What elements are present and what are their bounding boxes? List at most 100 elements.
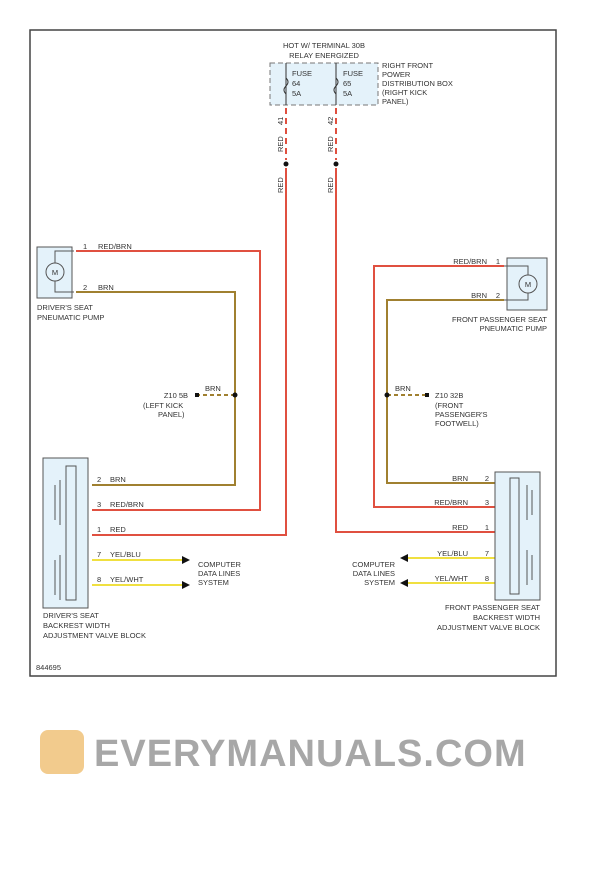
svg-text:YEL/WHT: YEL/WHT <box>110 575 144 584</box>
arrow-icon <box>400 579 408 587</box>
svg-text:RED/BRN: RED/BRN <box>98 242 132 251</box>
svg-text:BRN: BRN <box>110 475 126 484</box>
svg-text:PNEUMATIC PUMP: PNEUMATIC PUMP <box>480 324 547 333</box>
svg-text:RED: RED <box>110 525 126 534</box>
motor-icon <box>518 274 538 294</box>
svg-text:3: 3 <box>97 500 101 509</box>
svg-text:YEL/BLU: YEL/BLU <box>437 549 468 558</box>
source-title: HOT W/ TERMINAL 30B <box>283 41 365 50</box>
svg-text:ADJUSTMENT VALVE BLOCK: ADJUSTMENT VALVE BLOCK <box>43 631 146 640</box>
splice-dots <box>182 161 429 589</box>
svg-text:YEL/BLU: YEL/BLU <box>110 550 141 559</box>
svg-text:RED: RED <box>276 177 285 193</box>
svg-text:FUSE: FUSE <box>343 69 363 78</box>
svg-text:1: 1 <box>83 242 87 251</box>
svg-text:2: 2 <box>485 474 489 483</box>
svg-text:RED/BRN: RED/BRN <box>453 257 487 266</box>
svg-text:42: 42 <box>326 117 335 125</box>
wire-red-brn-passenger <box>373 265 504 508</box>
svg-text:POWER: POWER <box>382 70 411 79</box>
svg-text:1: 1 <box>97 525 101 534</box>
diagram-id: 844695 <box>36 663 61 672</box>
wire-red-brn-driver <box>76 250 261 511</box>
svg-text:DATA LINES: DATA LINES <box>198 569 240 578</box>
arrow-icon <box>182 556 190 564</box>
svg-text:RED/BRN: RED/BRN <box>110 500 144 509</box>
watermark-logo-icon <box>40 730 84 774</box>
source-title-2: RELAY ENERGIZED <box>289 51 359 60</box>
svg-text:BACKREST WIDTH: BACKREST WIDTH <box>473 613 540 622</box>
svg-text:1: 1 <box>496 257 500 266</box>
arrow-icon <box>400 554 408 562</box>
svg-text:65: 65 <box>343 79 351 88</box>
svg-text:BRN: BRN <box>205 384 221 393</box>
motor-icon <box>45 262 65 282</box>
svg-text:M: M <box>525 280 531 289</box>
svg-text:BRN: BRN <box>395 384 411 393</box>
svg-text:PANEL): PANEL) <box>158 410 185 419</box>
svg-text:DRIVER'S SEAT: DRIVER'S SEAT <box>37 303 93 312</box>
coil-icon <box>54 480 61 525</box>
fuse-65-icon <box>333 77 339 95</box>
wire-red-driver <box>92 168 287 536</box>
wire-brn-driver <box>76 291 236 486</box>
ground-icon <box>195 393 199 397</box>
svg-text:7: 7 <box>485 549 489 558</box>
svg-text:(RIGHT KICK: (RIGHT KICK <box>382 88 427 97</box>
svg-text:(LEFT KICK: (LEFT KICK <box>143 401 183 410</box>
wire-red-passenger <box>335 168 502 533</box>
svg-text:5A: 5A <box>292 89 301 98</box>
fuse-64-icon <box>283 77 289 95</box>
svg-text:RED/BRN: RED/BRN <box>434 498 468 507</box>
svg-text:2: 2 <box>97 475 101 484</box>
svg-text:FRONT PASSENGER SEAT: FRONT PASSENGER SEAT <box>452 315 547 324</box>
svg-text:1: 1 <box>485 523 489 532</box>
svg-text:ADJUSTMENT VALVE BLOCK: ADJUSTMENT VALVE BLOCK <box>437 623 540 632</box>
svg-text:BRN: BRN <box>98 283 114 292</box>
diagram-frame <box>29 29 557 677</box>
svg-text:(FRONT: (FRONT <box>435 401 464 410</box>
svg-text:5A: 5A <box>343 89 352 98</box>
svg-text:M: M <box>52 268 58 277</box>
svg-text:DATA LINES: DATA LINES <box>353 569 395 578</box>
svg-text:Z10 32B: Z10 32B <box>435 391 463 400</box>
svg-text:BRN: BRN <box>452 474 468 483</box>
svg-text:COMPUTER: COMPUTER <box>352 560 396 569</box>
svg-text:RED: RED <box>452 523 468 532</box>
svg-text:BRN: BRN <box>471 291 487 300</box>
coil-icon <box>54 555 61 600</box>
svg-text:PASSENGER'S: PASSENGER'S <box>435 410 488 419</box>
svg-text:PNEUMATIC PUMP: PNEUMATIC PUMP <box>37 313 104 322</box>
svg-text:3: 3 <box>485 498 489 507</box>
arrow-icon <box>182 581 190 589</box>
svg-text:EVERYMANUALS.COM: EVERYMANUALS.COM <box>94 733 527 775</box>
svg-text:64: 64 <box>292 79 300 88</box>
coil-icon <box>526 485 533 520</box>
svg-text:RED: RED <box>326 136 335 152</box>
driver-valve-block: 2 BRN 3 RED/BRN 1 RED 7 YEL/BLU 8 YEL/WHT COM… <box>42 457 242 640</box>
svg-text:RED: RED <box>276 136 285 152</box>
svg-text:FRONT PASSENGER SEAT: FRONT PASSENGER SEAT <box>445 603 540 612</box>
svg-text:BACKREST WIDTH: BACKREST WIDTH <box>43 621 110 630</box>
svg-text:YEL/WHT: YEL/WHT <box>435 574 469 583</box>
passenger-valve-block: 2 BRN 3 RED/BRN 1 RED 7 YEL/BLU 8 YEL/WHT COM… <box>352 471 541 632</box>
svg-text:FOOTWELL): FOOTWELL) <box>435 419 479 428</box>
svg-text:8: 8 <box>97 575 101 584</box>
svg-text:41: 41 <box>276 117 285 125</box>
svg-text:SYSTEM: SYSTEM <box>198 578 229 587</box>
power-distribution-box: HOT W/ TERMINAL 30B RELAY ENERGIZED FUSE… <box>269 41 453 193</box>
svg-text:RED: RED <box>326 177 335 193</box>
svg-text:SYSTEM: SYSTEM <box>364 578 395 587</box>
svg-text:7: 7 <box>97 550 101 559</box>
svg-text:8: 8 <box>485 574 489 583</box>
svg-text:2: 2 <box>496 291 500 300</box>
svg-text:DRIVER'S SEAT: DRIVER'S SEAT <box>43 611 99 620</box>
svg-text:Z10 5B: Z10 5B <box>164 391 188 400</box>
svg-text:DISTRIBUTION BOX: DISTRIBUTION BOX <box>382 79 453 88</box>
svg-text:RIGHT FRONT: RIGHT FRONT <box>382 61 434 70</box>
svg-text:COMPUTER: COMPUTER <box>198 560 242 569</box>
wire-brn-passenger <box>386 299 504 484</box>
